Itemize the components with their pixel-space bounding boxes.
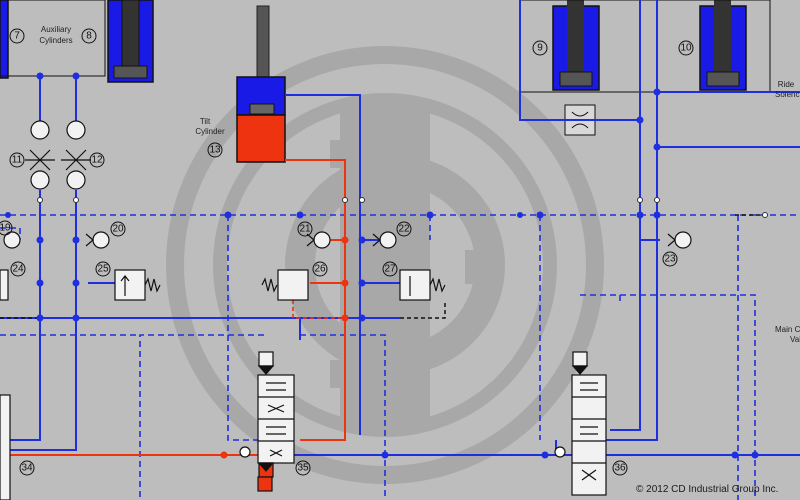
- ride-cylinder-9: [552, 0, 600, 91]
- control-valve-36: [554, 351, 607, 496]
- label-36: 36: [614, 463, 626, 474]
- drain-lines: [0, 214, 765, 319]
- label-8: 8: [86, 31, 92, 42]
- label-21: 21: [299, 224, 311, 235]
- label-13: 13: [209, 145, 221, 156]
- label-19: 19: [0, 223, 11, 234]
- junction-dots: [5, 72, 759, 459]
- label-10: 10: [680, 43, 692, 54]
- ride-solenoid-label-1: Ride: [778, 80, 795, 89]
- main-valve-label-1: Main C: [775, 325, 800, 334]
- check-valves: [3, 231, 692, 249]
- tilt-cylinder-label-1: Tilt: [200, 117, 211, 126]
- open-junctions: [37, 197, 768, 218]
- tilt-cylinder-13: [236, 5, 286, 163]
- copyright-text: © 2012 CD Industrial Group Inc.: [636, 484, 778, 495]
- aux-cylinders-box: [0, 0, 106, 77]
- auxiliary-cylinder-8: [107, 0, 154, 83]
- ride-solenoid-label-2: Solenc: [775, 90, 799, 99]
- label-34: 34: [21, 463, 33, 474]
- tilt-cylinder-label-2: Cylinder: [195, 127, 225, 136]
- control-valve-35: [239, 351, 295, 492]
- relief-valves: [0, 269, 446, 301]
- label-9: 9: [537, 43, 543, 54]
- label-26: 26: [314, 264, 326, 275]
- pressure-junction-dots: [220, 236, 349, 459]
- auxiliary-cylinder-7: [0, 0, 9, 79]
- label-27: 27: [384, 264, 396, 275]
- label-23: 23: [664, 254, 676, 265]
- velocity-fuse-12: [61, 120, 91, 190]
- label-35: 35: [297, 463, 309, 474]
- aux-cylinders-label-2: Cylinders: [39, 36, 72, 45]
- label-11: 11: [12, 155, 23, 166]
- label-20: 20: [112, 224, 124, 235]
- pressure-pilot-line: [292, 300, 345, 319]
- aux-cylinders-label-1: Auxiliary: [41, 25, 71, 34]
- label-12: 12: [91, 155, 103, 166]
- label-25: 25: [97, 264, 109, 275]
- control-valve-34: [0, 394, 11, 500]
- label-24: 24: [12, 264, 24, 275]
- label-22: 22: [398, 224, 410, 235]
- main-valve-label-2: Val: [790, 335, 800, 344]
- velocity-fuse-11: [25, 120, 55, 190]
- number-bubbles: [0, 28, 694, 476]
- label-7: 7: [14, 31, 20, 42]
- ride-cylinder-10: [699, 0, 747, 91]
- pilot-lines: [0, 214, 800, 500]
